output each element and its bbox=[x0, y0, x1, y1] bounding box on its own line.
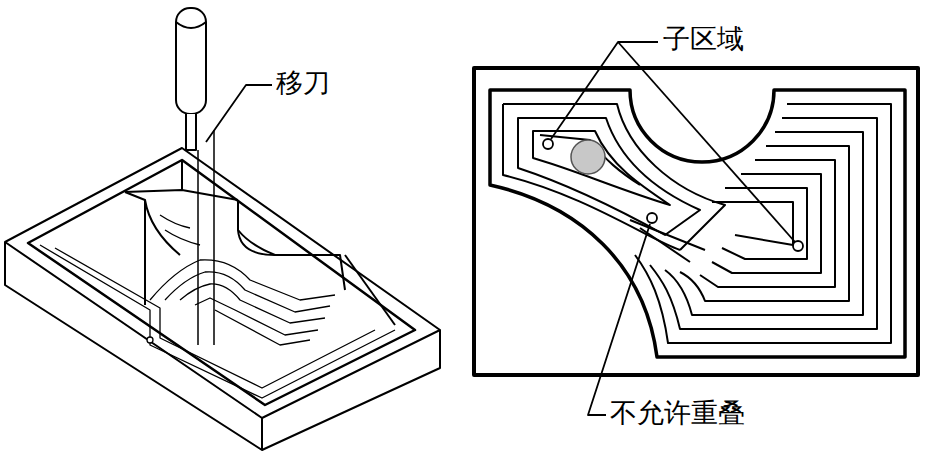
callout-label: 移刀 bbox=[274, 68, 332, 98]
retract-move-lines bbox=[198, 130, 214, 345]
block-3d bbox=[5, 148, 440, 450]
toolpath-contours-3d bbox=[40, 215, 395, 398]
tool-footprint bbox=[571, 140, 605, 174]
offset-contours bbox=[503, 104, 891, 343]
leader-line bbox=[206, 85, 272, 142]
cutting-tool bbox=[176, 8, 206, 150]
callout-label: 子区域 bbox=[661, 24, 746, 54]
leader-lines bbox=[551, 42, 795, 415]
callout-label: 不允许重叠 bbox=[608, 398, 747, 428]
top-view bbox=[474, 68, 918, 375]
subregion-markers bbox=[543, 139, 803, 251]
